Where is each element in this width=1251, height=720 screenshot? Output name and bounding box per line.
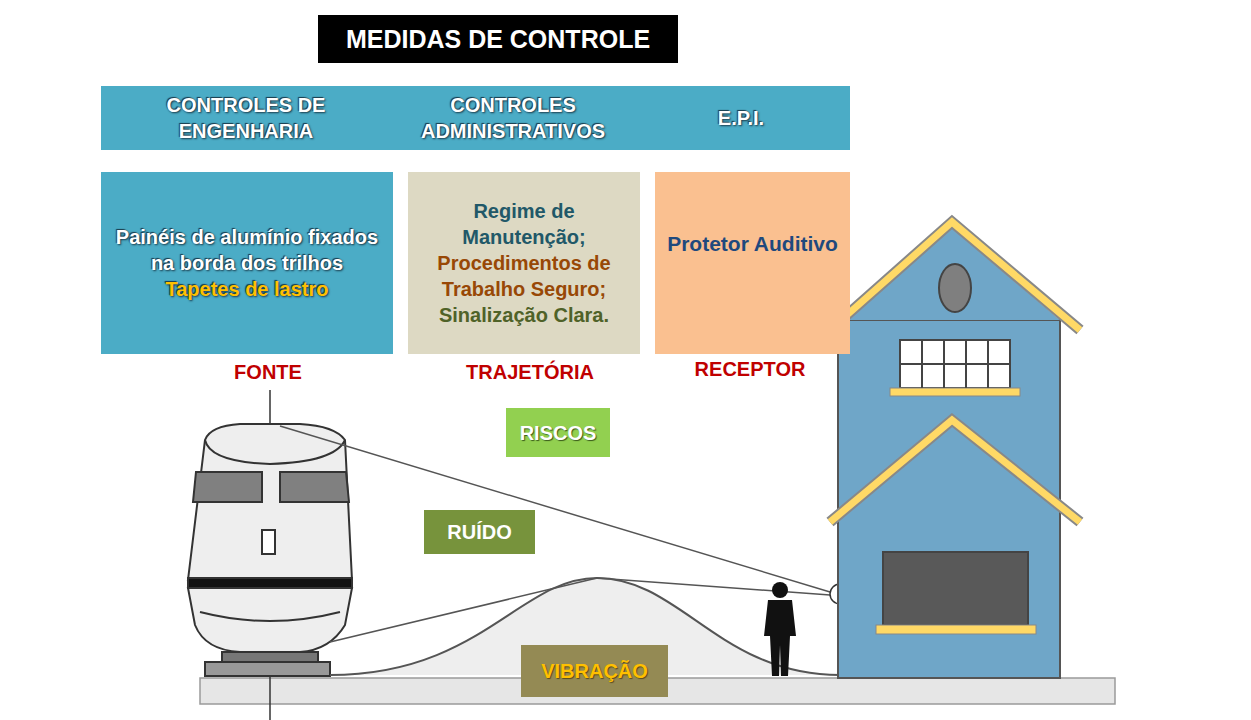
node-text: CONTROLES ADMINISTRATIVOS [393,92,633,144]
administrative-box: Regime de Manutenção;Procedimentos de Tr… [408,172,640,354]
node-text: CONTROLES DE ENGENHARIA [126,92,366,144]
node-text: Procedimentos de Trabalho Seguro; [418,250,630,302]
stage-label: TRAJETÓRIA [466,361,594,384]
node-text: Painéis de alumínio fixados na borda dos… [111,224,383,276]
ppe-box: Protetor Auditivo [655,172,850,354]
node-text: RUÍDO [447,519,511,545]
node-text: Regime de Manutenção; [418,198,630,250]
node-text: VIBRAÇÃO [541,658,648,684]
noise-path-line [597,578,830,595]
node-text: Sinalização Clara. [439,302,609,328]
node-text: Tapetes de lastro [165,276,328,302]
noise-path-line [330,578,597,642]
vibration-tag: VIBRAÇÃO [521,645,668,697]
header-band: CONTROLES DE ENGENHARIA CONTROLES ADMINIS… [101,86,850,150]
engineering-box: Painéis de alumínio fixados na borda dos… [101,172,393,354]
node-text: Protetor Auditivo [667,230,838,257]
node-text: RISCOS [520,420,597,446]
risk-tag: RISCOS [506,408,610,457]
house [830,222,1080,678]
noise-tag: RUÍDO [424,510,535,554]
person-silhouette [764,582,796,676]
train-front [188,424,352,676]
node-text: E.P.I. [651,105,831,131]
stage-label: RECEPTOR [695,358,806,381]
title-box: MEDIDAS DE CONTROLE [318,15,678,63]
stage-label: FONTE [234,361,302,384]
